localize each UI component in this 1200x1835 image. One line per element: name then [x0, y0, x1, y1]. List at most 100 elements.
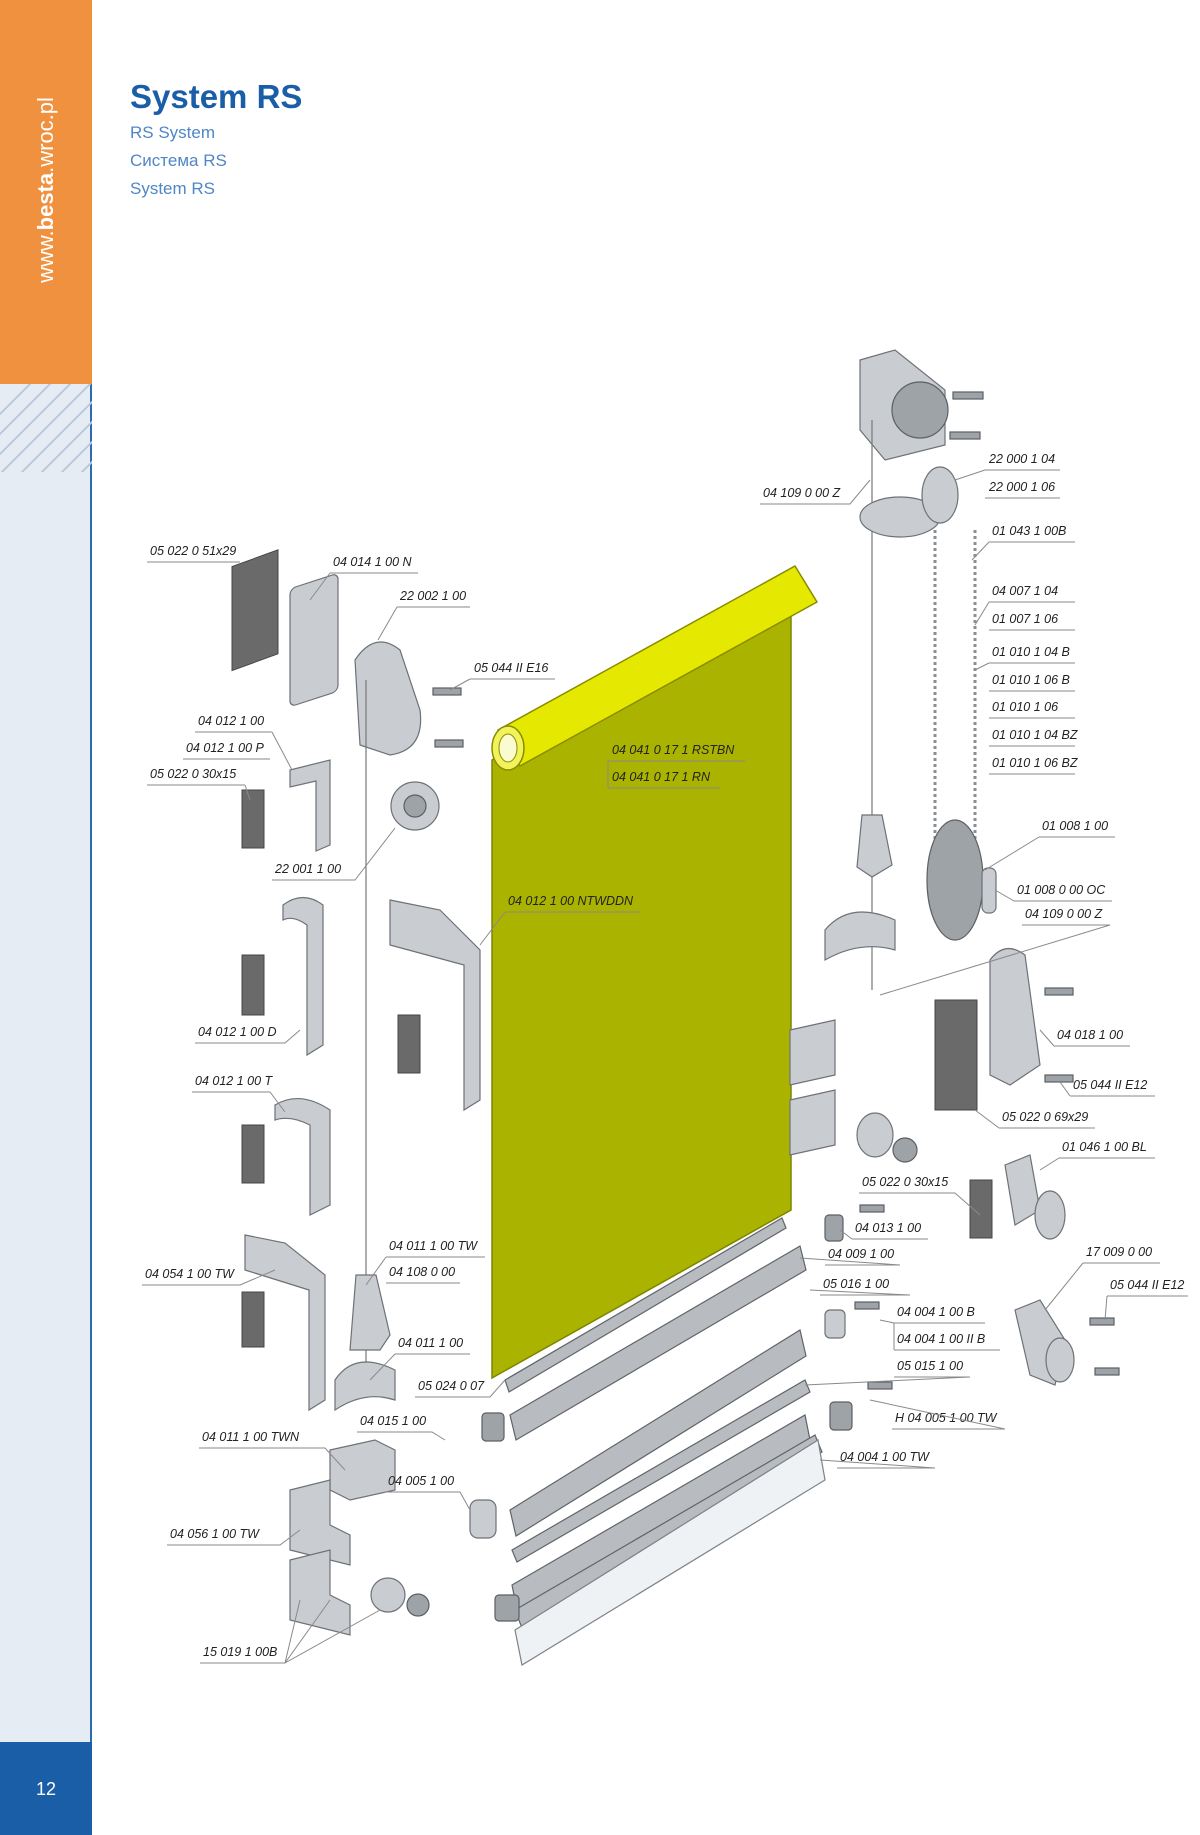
label-01-010-1-06-b: 01 010 1 06 B [992, 673, 1070, 687]
bracket-right-a [789, 1019, 836, 1086]
label-01-008-0-00-oc: 01 008 0 00 OC [1017, 883, 1106, 897]
label-04-018-1-00: 04 018 1 00 [1057, 1028, 1123, 1042]
screw-e12-a [1044, 987, 1074, 996]
label-22-001-1-00: 22 001 1 00 [274, 862, 341, 876]
bracket-15019-a [289, 1549, 351, 1636]
label-04-041-0-17-1-rn: 04 041 0 17 1 RN [612, 770, 711, 784]
label-04-011-1-00-twn: 04 011 1 00 TWN [202, 1430, 300, 1444]
chain-tensioner-17009-wheel [1045, 1337, 1075, 1383]
adhesive-pad-69x29 [934, 999, 978, 1111]
sidebar-blue-band [0, 1742, 92, 1835]
label-04-005-1-00: 04 005 1 00 [388, 1474, 454, 1488]
label-04-041-0-17-1-rstbn: 04 041 0 17 1 RSTBN [612, 743, 735, 757]
screw-bracket-a [952, 391, 984, 400]
sidebar: www.besta.wroc.pl 12 [0, 0, 92, 1835]
chain-weight [926, 819, 984, 941]
label-04-012-1-00-p: 04 012 1 00 P [186, 741, 265, 755]
page-number: 12 [35, 1779, 57, 1799]
label-04-004-1-00-tw: 04 004 1 00 TW [840, 1450, 930, 1464]
label-04-108-0-00: 04 108 0 00 [389, 1265, 455, 1279]
label-01-010-1-04-bz: 01 010 1 04 BZ [992, 728, 1078, 742]
label-05-022-0-30x15: 05 022 0 30x15 [150, 767, 236, 781]
label-04-012-1-00: 04 012 1 00 [198, 714, 264, 728]
bottom-rail-4 [514, 1434, 823, 1629]
label-04-109-0-00-z: 04 109 0 00 Z [1025, 907, 1103, 921]
label-04-012-1-00-d: 04 012 1 00 D [198, 1025, 277, 1039]
screw-bracket-b [949, 431, 981, 440]
screw-013 [859, 1204, 885, 1213]
label-05-024-0-07: 05 024 0 07 [418, 1379, 485, 1393]
label-01-010-1-06-bz: 01 010 1 06 BZ [992, 756, 1078, 770]
adhesive-pad-30x15-right [969, 1179, 993, 1239]
clutch-disc [921, 466, 959, 524]
label-04-014-1-00-n: 04 014 1 00 N [333, 555, 413, 569]
end-cap-h-005 [829, 1401, 853, 1431]
label-01-010-1-06: 01 010 1 06 [992, 700, 1058, 714]
end-cap-005 [469, 1499, 497, 1539]
clip-bracket-t [274, 1098, 331, 1216]
fabric-panel [491, 580, 792, 1380]
label-22-000-1-06: 22 000 1 06 [988, 480, 1055, 494]
label-04-015-1-00: 04 015 1 00 [360, 1414, 426, 1428]
bead-chain [933, 530, 977, 850]
label-22-002-1-00: 22 002 1 00 [399, 589, 466, 603]
label-04-011-1-00-tw: 04 011 1 00 TW [389, 1239, 478, 1253]
clip-bracket-d [282, 896, 324, 1057]
label-04-012-1-00-ntwddn: 04 012 1 00 NTWDDN [508, 894, 634, 908]
adhesive-pad-large [231, 549, 279, 672]
adhesive-pad-small-1 [241, 789, 265, 849]
end-cap-bottom [494, 1594, 520, 1622]
chain-guard-018 [989, 948, 1041, 1086]
control-bracket-hub [891, 381, 949, 439]
labels-left: 05 022 0 51x29 04 014 1 00 N 22 002 1 00… [142, 544, 745, 1664]
bracket-011-twn [329, 1439, 396, 1501]
label-05-022-0-51x29: 05 022 0 51x29 [150, 544, 236, 558]
end-cap-013 [824, 1214, 844, 1242]
label-04-007-1-04: 04 007 1 04 [992, 584, 1058, 598]
end-cap-015 [481, 1412, 505, 1442]
label-01-043-1-00b: 01 043 1 00B [992, 524, 1066, 538]
bracket-right-knob [892, 1137, 918, 1163]
label-05-044-ii-e12-a: 05 044 II E12 [1073, 1078, 1147, 1092]
clip-bracket-ntwddn [389, 899, 481, 1112]
wire-tensioner-right [856, 814, 893, 878]
subtitle-ru: Система RS [130, 151, 227, 170]
label-04-009-1-00: 04 009 1 00 [828, 1247, 894, 1261]
bracket-right-b [789, 1089, 836, 1156]
bottom-insert [511, 1379, 811, 1563]
bottom-rail-1 [509, 1245, 807, 1441]
screw-17009-b [1094, 1367, 1120, 1376]
page-title: System RS [130, 78, 303, 115]
bottom-rail-white [514, 1439, 826, 1666]
adhesive-pad-small-2 [241, 954, 265, 1016]
screw-17009-a [1089, 1317, 1115, 1326]
label-01-008-1-00: 01 008 1 00 [1042, 819, 1108, 833]
bracket-054-tw [244, 1234, 326, 1412]
adhesive-pad-small-5 [241, 1291, 265, 1348]
bracket-15019-c [406, 1593, 430, 1617]
chain-connector [981, 867, 997, 914]
wire-guide-011 [334, 1361, 396, 1412]
wire-guide-right [824, 911, 896, 962]
screw-004 [854, 1301, 880, 1310]
adhesive-pad-small-3 [397, 1014, 421, 1074]
bracket-right-cap [856, 1112, 894, 1158]
label-05-022-0-69x29: 05 022 0 69x29 [1002, 1110, 1088, 1124]
screw-e16-a [432, 687, 462, 696]
bottom-seal-strip [504, 1217, 787, 1393]
label-05-022-0-30x15-right: 05 022 0 30x15 [862, 1175, 948, 1189]
sidebar-orange-band: www.besta.wroc.pl [0, 0, 92, 384]
screw-e16-b [434, 739, 464, 748]
label-04-012-1-00-t: 04 012 1 00 T [195, 1074, 274, 1088]
label-04-013-1-00: 04 013 1 00 [855, 1221, 921, 1235]
label-05-044-ii-e12-b: 05 044 II E12 [1110, 1278, 1184, 1292]
clip-bracket-p [289, 759, 331, 852]
subtitle-pl: System RS [130, 179, 216, 198]
sidebar-stripes [0, 384, 92, 472]
label-05-016-1-00: 05 016 1 00 [823, 1277, 889, 1291]
label-h-04-005-1-00-tw: H 04 005 1 00 TW [895, 1411, 998, 1425]
end-cap-004 [824, 1309, 846, 1339]
bottom-rail-2 [509, 1329, 807, 1537]
label-05-015-1-00: 05 015 1 00 [897, 1359, 963, 1373]
